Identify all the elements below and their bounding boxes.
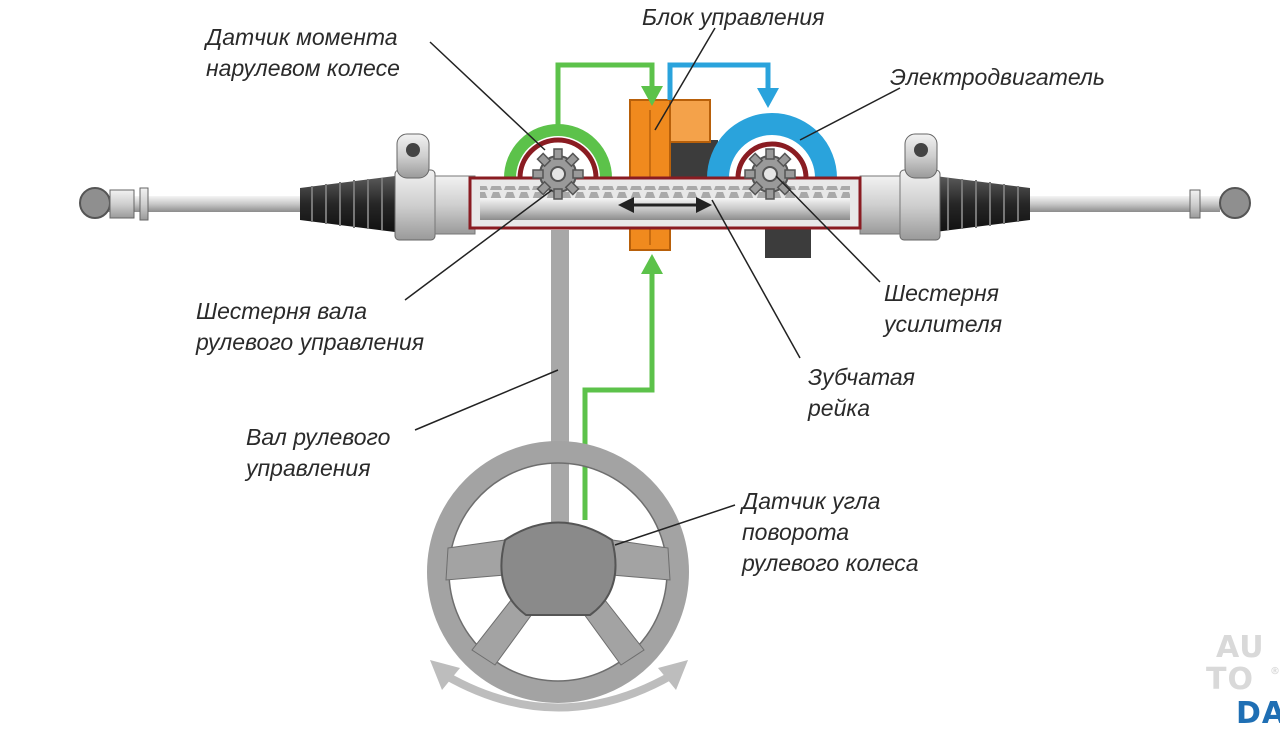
leader-control-unit [654,27,716,131]
label-torque-sensor: Датчик момента нарулевом колесе [206,22,400,84]
assist-pinion-gear [744,148,796,200]
torque-sensor-ring [504,124,612,179]
label-control-unit: Блок управления [642,2,824,33]
logo-line1: AU [1216,630,1265,665]
leader-electric-motor [799,87,901,141]
label-steering-shaft: Вал рулевого управления [246,422,390,484]
blue-arrowhead-down [757,88,779,108]
label-line: Вал рулевого [246,424,391,450]
label-assist-pinion: Шестерня усилителя [884,278,1002,340]
logo-line2a: TO [1206,662,1254,697]
label-line: поворота [742,519,850,545]
label-line: рейка [808,395,871,421]
boot-right [935,176,1030,232]
label-line: Электродвигатель [890,64,1105,90]
label-line: нарулевом колесе [206,55,400,81]
label-line: Шестерня [884,280,999,306]
rotation-arrow [430,660,688,712]
label-line: Датчик угла [742,488,881,514]
label-shaft-pinion: Шестерня вала рулевого управления [196,296,424,358]
leader-shaft-pinion [404,189,553,301]
boot-left [300,176,395,232]
tie-rod-left [79,187,310,221]
label-line: Датчик момента [206,24,398,50]
green-arrowhead-down [641,86,663,106]
label-toothed-rack: Зубчатая рейка [808,362,915,424]
label-line: усилителя [884,311,1002,337]
steering-shaft [551,230,569,530]
leader-steering-shaft [414,369,559,431]
leader-toothed-rack [711,199,801,359]
mount-left [394,133,476,241]
label-line: рулевого колеса [742,550,919,576]
label-line: Зубчатая [808,364,915,390]
rack-motion-arrow [618,197,712,213]
label-angle-sensor: Датчик угла поворота рулевого колеса [742,486,919,579]
motor-housing-bottom [765,226,811,258]
signal-blue-motor [667,62,771,100]
signal-green-torque [555,62,655,128]
leader-torque-sensor [429,41,546,151]
label-line: Шестерня вала [196,298,368,324]
leader-assist-pinion [775,175,881,283]
label-line: управления [246,455,371,481]
logo-line3: DAY [1236,696,1280,731]
steering-shaft-pinion-gear [532,148,584,200]
mount-right [859,133,941,241]
logo-registered-mark: ® [1270,666,1280,677]
tie-rod-right [1000,187,1251,219]
label-electric-motor: Электродвигатель [890,62,1105,93]
green-arrowhead-up [641,254,663,274]
leader-angle-sensor [614,504,736,546]
label-line: Блок управления [642,4,825,30]
label-line: рулевого управления [196,329,425,355]
steering-wheel [427,441,689,703]
electric-motor [707,113,837,179]
autotoday-logo: AU TO ® TO DAY [1158,630,1280,734]
